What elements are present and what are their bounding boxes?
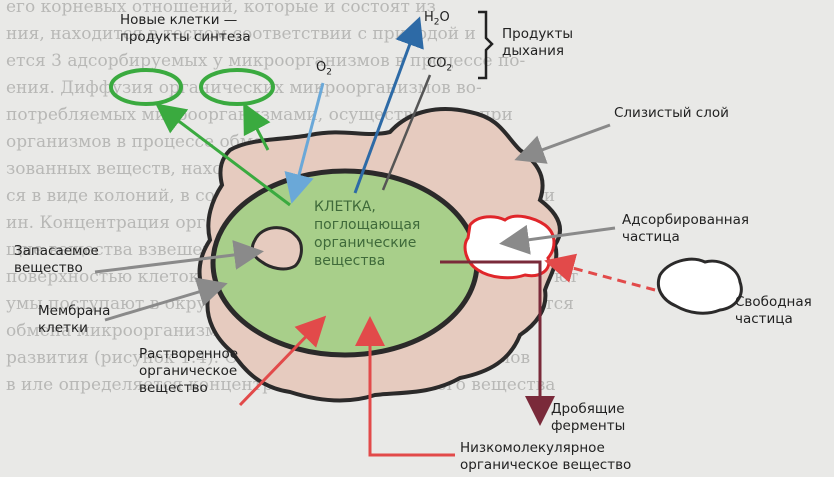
membrane-label: Мембрана клетки <box>38 303 110 337</box>
adsorbed-particle-label: Адсорбированная частица <box>622 212 749 246</box>
respiration-products-label: Продукты дыхания <box>502 26 573 60</box>
free-particle-label: Свободная частица <box>735 294 812 328</box>
respiration-bracket <box>478 12 492 78</box>
o2-text: O <box>316 60 326 75</box>
h2o-label: H2O <box>424 10 450 28</box>
new-cell-2-shape <box>201 70 273 104</box>
co2-sub: 2 <box>446 64 452 74</box>
stored-substance-label: Запасаемое вещество <box>14 243 99 277</box>
o2-sub: 2 <box>326 68 332 78</box>
h2o-o-text: O <box>440 10 450 25</box>
h2o-h-text: H <box>424 10 434 25</box>
free-particle-arrow <box>550 262 655 290</box>
new-cell-1-shape <box>111 70 181 104</box>
co2-text: CO <box>427 56 446 71</box>
o2-label: O2 <box>316 60 332 78</box>
co2-label: CO2 <box>427 56 452 74</box>
enzymes-label: Дробящие ферменты <box>551 401 625 435</box>
mucus-layer-label: Слизистый слой <box>614 105 729 122</box>
membrane-arrow <box>105 285 222 320</box>
lowmol-substance-label: Низкомолекулярное органическое вещество <box>460 440 631 474</box>
cell-label: КЛЕТКА, поглощающая органические веществ… <box>314 198 420 270</box>
mucus-arrow <box>520 125 610 158</box>
dissolved-substance-label: Растворенное органическое вещество <box>139 346 238 397</box>
free-particle-shape <box>658 259 741 313</box>
new-cells-label: Новые клетки — продукты синтеза <box>120 12 251 46</box>
